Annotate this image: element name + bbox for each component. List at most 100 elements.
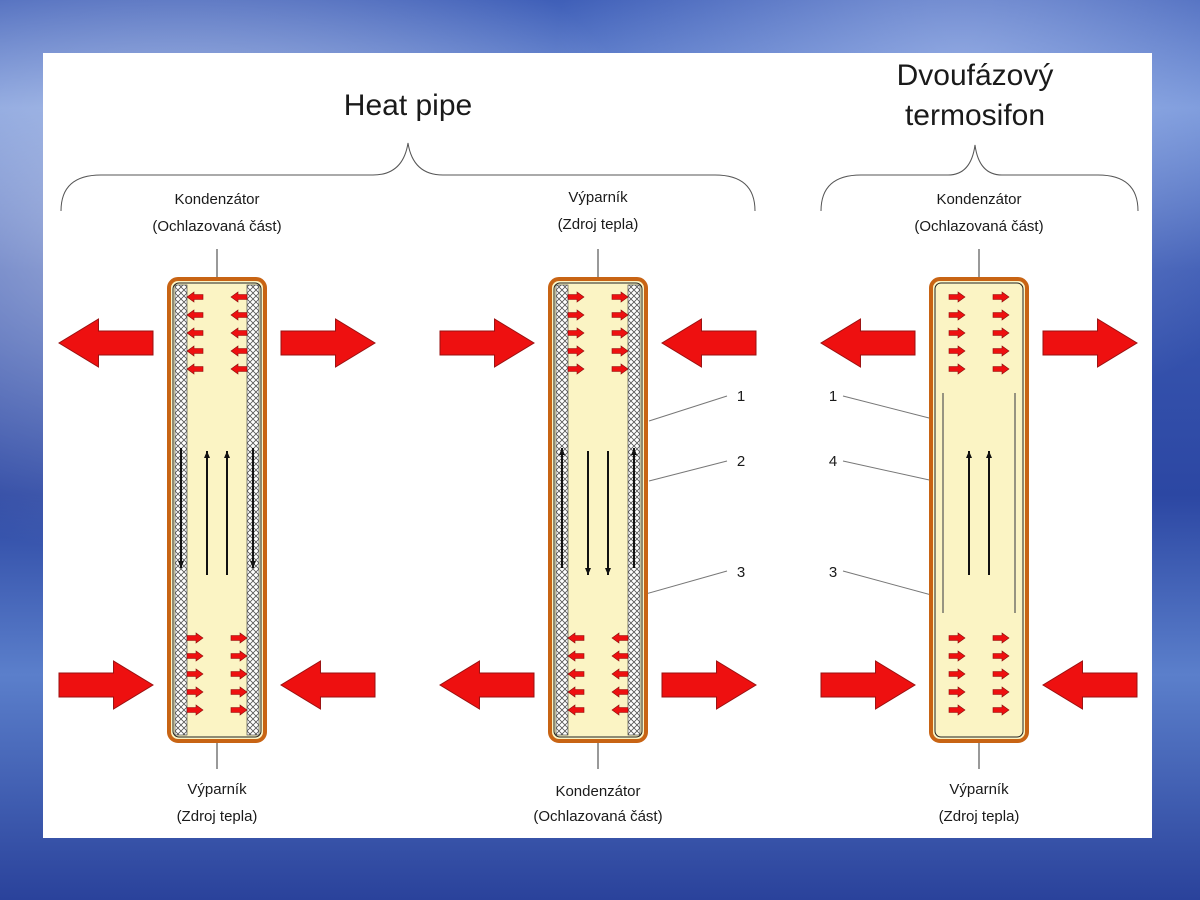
pipe3-top-label-line1: Kondenzátor [936,191,1021,208]
thermosiphon-title-line2: termosifon [905,99,1045,132]
pipe2-top-label-line2: (Zdroj tepla) [558,216,639,233]
pipe1-bottom-small-arrow-right-1 [230,632,248,644]
pipe2-top-small-arrow-right-5 [611,363,629,375]
pipe2-bottom-label-line2: (Ochlazovaná část) [533,808,662,825]
pipe3-inner-wall [934,282,1024,738]
pipe2-bottom-small-arrow-right-4 [611,686,629,698]
pipe3-bottom-small-arrow-right-1 [992,632,1010,644]
pipe2-top-label-line1: Výparník [568,189,628,206]
thermosiphon-title-line1: Dvoufázový [897,59,1054,92]
pipe2-callout-3: 3 [737,564,745,581]
pipes-layer [58,249,1138,769]
pipe3-top-small-arrow-right-3 [992,327,1010,339]
pipe1-liquid-return-right-head [250,561,256,568]
pipe3-heat-out-arrow-left [820,318,916,368]
pipe2-top-small-arrow-right-4 [611,345,629,357]
pipe2-heat-in-arrow-left [439,318,535,368]
pipe2-bottom-small-arrow-right-3 [611,668,629,680]
pipe1-shell [167,277,267,743]
pipe3-bottom-small-arrow-right-3 [992,668,1010,680]
pipe1-bottom-small-arrow-left-3 [186,668,204,680]
pipe3-top-small-arrow-right-1 [992,291,1010,303]
pipe2-bottom-small-arrow-right-2 [611,650,629,662]
pipe2-top-small-arrow-right-1 [611,291,629,303]
pipe1-top-small-arrow-right-2 [230,309,248,321]
pipe2-bottom-small-arrow-right-5 [611,704,629,716]
pipe1-top-small-arrow-right-5 [230,363,248,375]
pipe3-bottom-label-line1: Výparník [949,781,1009,798]
pipe1-top-label-line1: Kondenzátor [174,191,259,208]
pipe1-bottom-small-arrow-right-3 [230,668,248,680]
pipe1-heat-out-arrow-left [58,318,154,368]
pipe3-top-small-arrow-left-5 [948,363,966,375]
pipe1-inner-wall [172,282,262,738]
pipe1-heat-in-arrow-left [58,660,154,710]
pipe2-bottom-small-arrow-left-1 [567,632,585,644]
pipe3-heat-out-arrow-right [1042,318,1138,368]
pipe2-callout-2: 2 [737,453,745,470]
pipe2-top-small-arrow-right-3 [611,327,629,339]
pipe1-bottom-small-arrow-left-1 [186,632,204,644]
pipe3-top-small-arrow-left-3 [948,327,966,339]
pipe2-top-small-arrow-left-5 [567,363,585,375]
pipe2-bottom-small-arrow-left-4 [567,686,585,698]
callout-leader-lines [620,395,962,604]
pipe2-inner-wall [553,282,643,738]
pipe3-bottom-small-arrow-left-5 [948,704,966,716]
pipe3-vapor-flow-arrow-left-head [966,451,972,458]
pipe1-bottom-small-arrow-right-4 [230,686,248,698]
pipe3-top-small-arrow-right-4 [992,345,1010,357]
pipe2-vapor-flow-arrow-right-head [605,568,611,575]
pipe1-bottom-small-arrow-right-2 [230,650,248,662]
pipe3-bottom-small-arrow-right-2 [992,650,1010,662]
pipe1-bottom-small-arrow-left-4 [186,686,204,698]
pipe2-top-small-arrow-left-4 [567,345,585,357]
pipe1-heat-in-arrow-right [280,660,376,710]
pipe2-heat-out-arrow-left [439,660,535,710]
pipe1-top-small-arrow-left-2 [186,309,204,321]
pipe2-heat-out-arrow-right [661,660,757,710]
pipe2-heat-in-arrow-right [661,318,757,368]
pipe2-top-small-arrow-right-2 [611,309,629,321]
pipe3-bottom-small-arrow-left-3 [948,668,966,680]
pipe3-callout-3: 3 [829,564,837,581]
pipe2-liquid-return-left-head [559,448,565,455]
pipe1-top-small-arrow-left-3 [186,327,204,339]
pipe2-top-small-arrow-left-2 [567,309,585,321]
pipe2-bottom-label-line1: Kondenzátor [555,783,640,800]
pipe3-top-label-line2: (Ochlazovaná část) [914,218,1043,235]
pipe1-top-label-line2: (Ochlazovaná část) [152,218,281,235]
pipe3-top-small-arrow-right-2 [992,309,1010,321]
pipe3-vapor-flow-arrow-right-head [986,451,992,458]
pipe3-bottom-small-arrow-left-2 [948,650,966,662]
pipe3-top-small-arrow-left-4 [948,345,966,357]
heat-pipe-diagram: Heat pipe Dvoufázový termosifon Kondenzá… [58,59,1139,825]
pipe3-bottom-label-line2: (Zdroj tepla) [939,808,1020,825]
pipe1-top-small-arrow-right-4 [230,345,248,357]
pipe2-vapor-flow-arrow-left-head [585,568,591,575]
thermosiphon-brace [820,144,1139,212]
pipe1-vapor-flow-arrow-left-head [204,451,210,458]
pipe3-top-small-arrow-left-1 [948,291,966,303]
pipe3-bottom-small-arrow-right-4 [992,686,1010,698]
pipe3-bottom-small-arrow-left-4 [948,686,966,698]
pipe2-bottom-small-arrow-left-5 [567,704,585,716]
pipe1-top-small-arrow-right-1 [230,291,248,303]
pipe3-heat-in-arrow-right [1042,660,1138,710]
pipe3-bottom-small-arrow-right-5 [992,704,1010,716]
pipe3-heat-in-arrow-left [820,660,916,710]
pipe2-shell [548,277,648,743]
pipe1-top-small-arrow-left-1 [186,291,204,303]
pipe1-top-small-arrow-left-5 [186,363,204,375]
heat-pipe-title: Heat pipe [344,89,472,122]
pipe2-bottom-small-arrow-right-1 [611,632,629,644]
pipe2-liquid-return-right-head [631,448,637,455]
pipe1-bottom-small-arrow-left-5 [186,704,204,716]
pipe2-callout-1: 1 [737,388,745,405]
pipe1-top-small-arrow-right-3 [230,327,248,339]
diagram-panel: Heat pipe Dvoufázový termosifon Kondenzá… [43,53,1152,838]
heat-pipe-brace [60,142,756,212]
pipe1-bottom-small-arrow-right-5 [230,704,248,716]
pipe3-top-small-arrow-left-2 [948,309,966,321]
pipe1-bottom-label-line1: Výparník [187,781,247,798]
